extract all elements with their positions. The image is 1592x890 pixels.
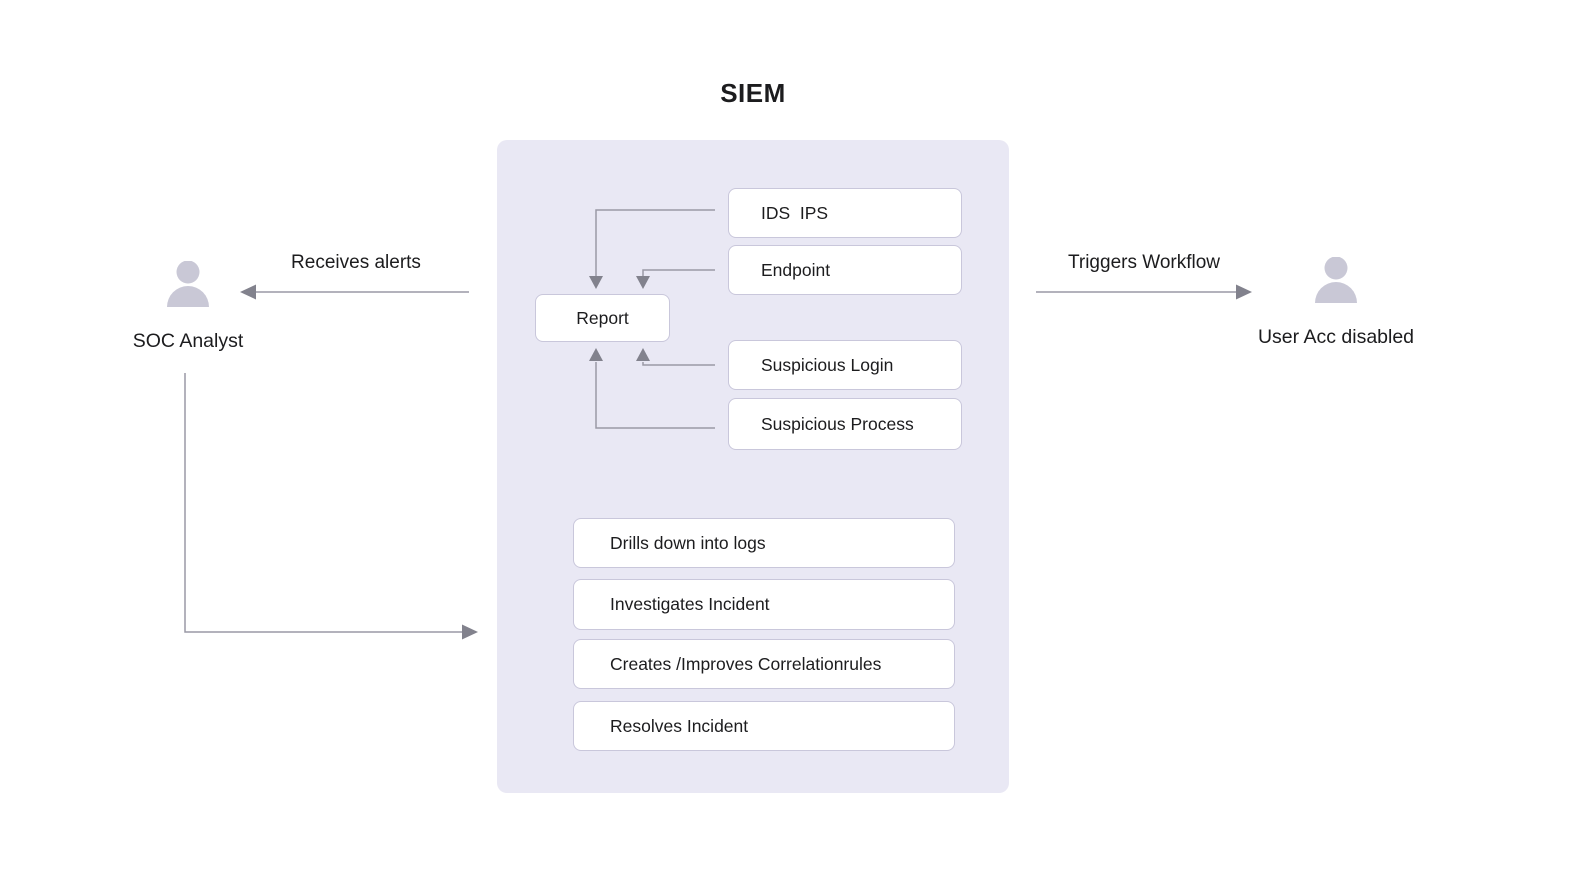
node-suspicious-login-label: Suspicious Login bbox=[761, 354, 894, 375]
edge-label-receives-alerts: Receives alerts bbox=[291, 252, 421, 273]
arrow-triggers-workflow-head bbox=[1236, 284, 1252, 300]
node-endpoint-label: Endpoint bbox=[761, 259, 831, 280]
node-ids-ips-label: IDS IPS bbox=[761, 202, 829, 223]
person-icon bbox=[167, 261, 209, 307]
arrow-process-to-report-head bbox=[589, 348, 603, 361]
edge-label-triggers-workflow: Triggers Workflow bbox=[1067, 252, 1221, 273]
arrow-endpoint-to-report-head bbox=[636, 276, 650, 289]
arrow-process-to-report-line bbox=[595, 362, 715, 429]
node-drills-down-into-logs: Drills down into logs bbox=[573, 518, 955, 568]
node-suspicious-process-label: Suspicious Process bbox=[761, 413, 914, 434]
node-creates-improves-correlationrules: Creates /Improves Correlationrules bbox=[573, 639, 955, 689]
node-report-label: Report bbox=[576, 307, 629, 328]
actor-user-acc-disabled: User Acc disabled bbox=[1231, 257, 1441, 349]
node-resolves-incident-label: Resolves Incident bbox=[610, 715, 749, 736]
arrow-ids-to-report-head bbox=[589, 276, 603, 289]
actor-label-soc-analyst: SOC Analyst bbox=[132, 330, 244, 352]
node-creates-improves-correlationrules-label: Creates /Improves Correlationrules bbox=[610, 653, 882, 674]
arrow-soc-to-siem-head bbox=[462, 624, 478, 640]
node-resolves-incident: Resolves Incident bbox=[573, 701, 955, 751]
node-drills-down-into-logs-label: Drills down into logs bbox=[610, 532, 766, 553]
person-icon bbox=[1315, 257, 1357, 303]
node-report: Report bbox=[535, 294, 670, 342]
node-ids-ips: IDS IPS bbox=[728, 188, 962, 238]
actor-label-user-acc-disabled: User Acc disabled bbox=[1257, 326, 1415, 348]
node-suspicious-login: Suspicious Login bbox=[728, 340, 962, 390]
arrow-login-to-report-head bbox=[636, 348, 650, 361]
node-investigates-incident-label: Investigates Incident bbox=[610, 594, 770, 614]
arrow-receives-alerts-head bbox=[240, 284, 256, 300]
arrow-soc-to-siem-line bbox=[184, 373, 464, 633]
node-investigates-incident: Investigates Incident bbox=[573, 579, 955, 630]
node-endpoint: Endpoint bbox=[728, 245, 962, 295]
diagram-title: SIEM bbox=[720, 78, 786, 108]
arrow-ids-to-report-line bbox=[595, 209, 715, 276]
arrow-endpoint-to-report-line bbox=[642, 269, 715, 276]
node-suspicious-process: Suspicious Process bbox=[728, 398, 962, 450]
actor-soc-analyst: SOC Analyst bbox=[113, 261, 263, 353]
arrow-login-to-report-line bbox=[642, 362, 715, 366]
